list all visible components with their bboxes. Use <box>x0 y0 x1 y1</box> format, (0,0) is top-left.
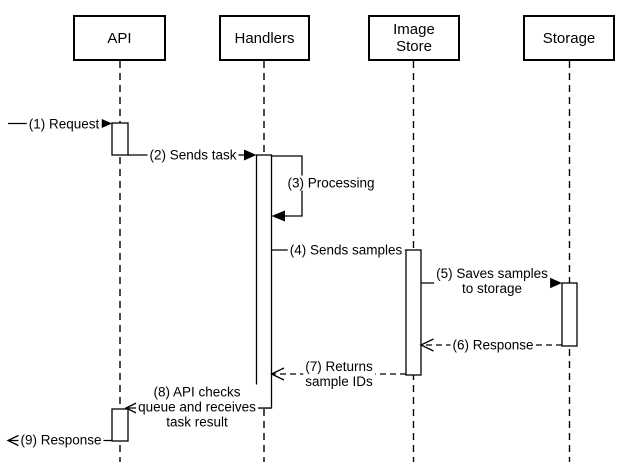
message-1-filled-arrowhead-icon <box>99 118 112 129</box>
storage-activation <box>561 282 578 347</box>
message-2-label: (2) Sends task <box>147 147 239 163</box>
message-8-open-arrowhead-icon <box>124 401 139 415</box>
api-activation-2 <box>111 408 129 442</box>
message-9-label: (9) Response <box>18 432 104 448</box>
actor-box-image-store: Image Store <box>368 15 460 61</box>
handlers-activation <box>255 154 273 409</box>
message-2-filled-arrowhead-icon <box>244 149 257 161</box>
actor-box-api: API <box>73 15 166 61</box>
message-3-label: (3) Processing <box>285 175 377 191</box>
actor-box-storage: Storage <box>523 15 615 61</box>
actor-box-handlers: Handlers <box>219 15 310 61</box>
message-7-label: (7) Returns sample IDs <box>303 359 375 389</box>
message-9-open-arrowhead-icon <box>6 433 21 448</box>
message-5-filled-arrowhead-icon <box>549 277 562 289</box>
image-store-activation <box>405 249 422 376</box>
message-5-label: (5) Saves samples to storage <box>434 266 550 296</box>
message-6-label: (6) Response <box>450 337 536 353</box>
message-7-open-arrowhead-icon <box>269 367 285 381</box>
message-3-filled-arrowhead-icon <box>271 210 285 222</box>
message-6-open-arrowhead-icon <box>419 338 434 352</box>
api-activation-1 <box>111 122 129 156</box>
message-1-label: (1) Request <box>26 116 102 132</box>
message-8-label: (8) API checks queue and receives task r… <box>136 384 258 430</box>
message-4-label: (4) Sends samples <box>287 242 405 258</box>
